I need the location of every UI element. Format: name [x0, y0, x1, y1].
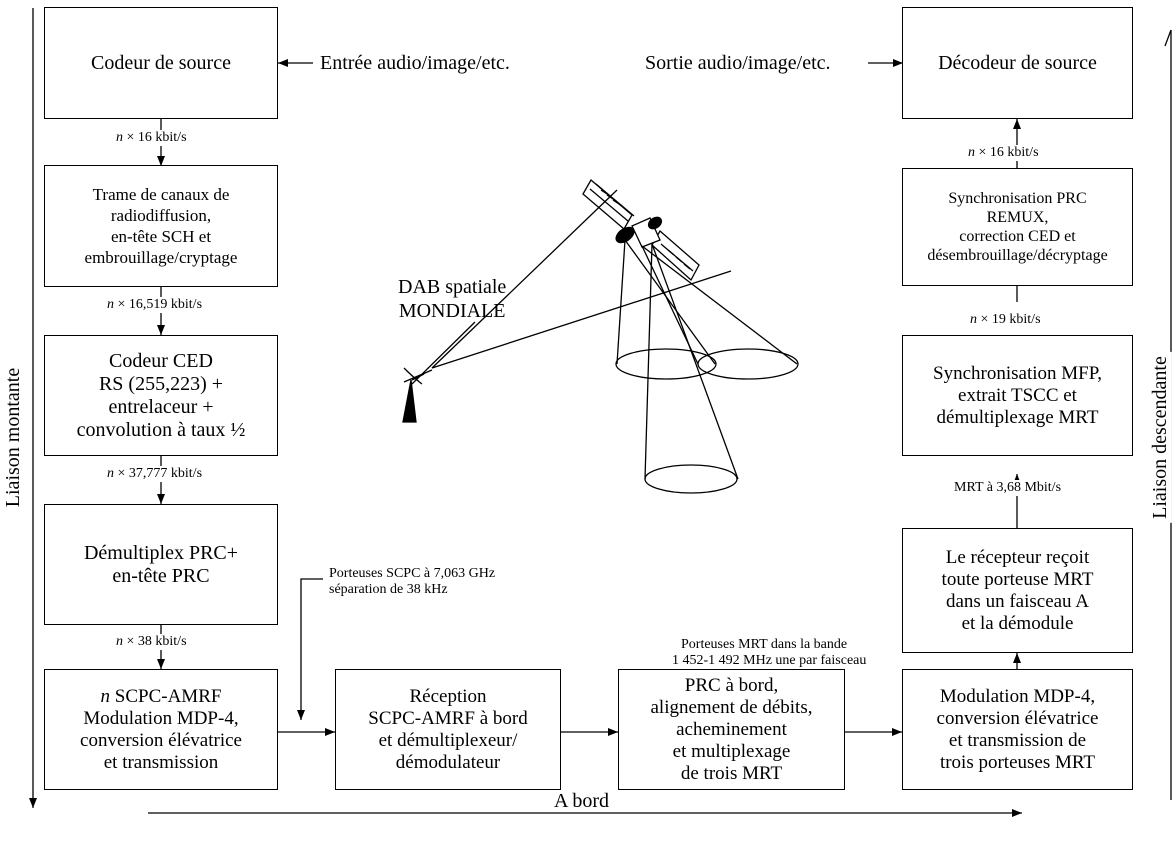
rate-label-3: n × 37,777 kbit/s: [105, 466, 205, 482]
output-label: Sortie audio/image/etc.: [645, 52, 831, 74]
rate-label-4: n × 38 kbit/s: [114, 634, 189, 650]
note-scpc-carriers: Porteuses SCPC à 7,063 GHz séparation de…: [329, 566, 496, 597]
n-symbol: n: [100, 685, 111, 707]
box-recepteur: Le récepteur reçoit toute porteuse MRT d…: [902, 528, 1133, 653]
satellite-icon: [582, 178, 700, 282]
box-sync-prc: Synchronisation PRC REMUX, correction CE…: [902, 168, 1133, 286]
note-mrt-band: Porteuses MRT dans la bande 1 452-1 492 …: [672, 637, 867, 668]
box-codeur-ced: Codeur CED RS (255,223) + entrelaceur + …: [44, 335, 278, 456]
input-label: Entrée audio/image/etc.: [320, 52, 510, 74]
downlink-axis-arrowhead: [1164, 29, 1172, 47]
downlink-label: Liaison descendante: [1148, 352, 1172, 523]
box-sync-mfp: Synchronisation MFP, extrait TSCC et dém…: [902, 335, 1133, 456]
onboard-label: A bord: [548, 790, 615, 812]
box-scpc-amrf: n SCPC-AMRF Modulation MDP-4, conversion…: [44, 669, 278, 790]
rate-label-mrt: MRT à 3,68 Mbit/s: [952, 480, 1064, 496]
antenna-ray-1: [431, 189, 618, 369]
arrow-mrt-note: [902, 653, 1021, 671]
box-decodeur-source: Décodeur de source: [902, 7, 1133, 119]
antenna-ray-2: [431, 270, 732, 369]
arrow-scpc-note: [297, 578, 323, 720]
box-trame-canaux: Trame de canaux de radiodiffusion, en-tê…: [44, 165, 278, 287]
box-modulation: Modulation MDP-4, conversion élévatrice …: [902, 669, 1133, 790]
rate-label-1: n × 16 kbit/s: [114, 130, 189, 146]
satellite-label: DAB spatiale MONDIALE: [398, 276, 507, 322]
rate-label-2: n × 16,519 kbit/s: [105, 297, 205, 313]
box-reception: Réception SCPC-AMRF à bord et démultiple…: [335, 669, 561, 790]
rate-label-6: n × 16 kbit/s: [966, 145, 1041, 161]
ground-antenna-icon: [402, 367, 433, 423]
box-demultiplex-prc: Démultiplex PRC+ en-tête PRC: [44, 504, 278, 625]
uplink-label: Liaison montante: [2, 363, 26, 512]
box-codeur-source: Codeur de source: [44, 7, 278, 119]
rate-label-5: n × 19 kbit/s: [968, 312, 1043, 328]
beam-cones: [615, 239, 799, 494]
box-prc-bord: PRC à bord, alignement de débits, achemi…: [618, 669, 845, 790]
